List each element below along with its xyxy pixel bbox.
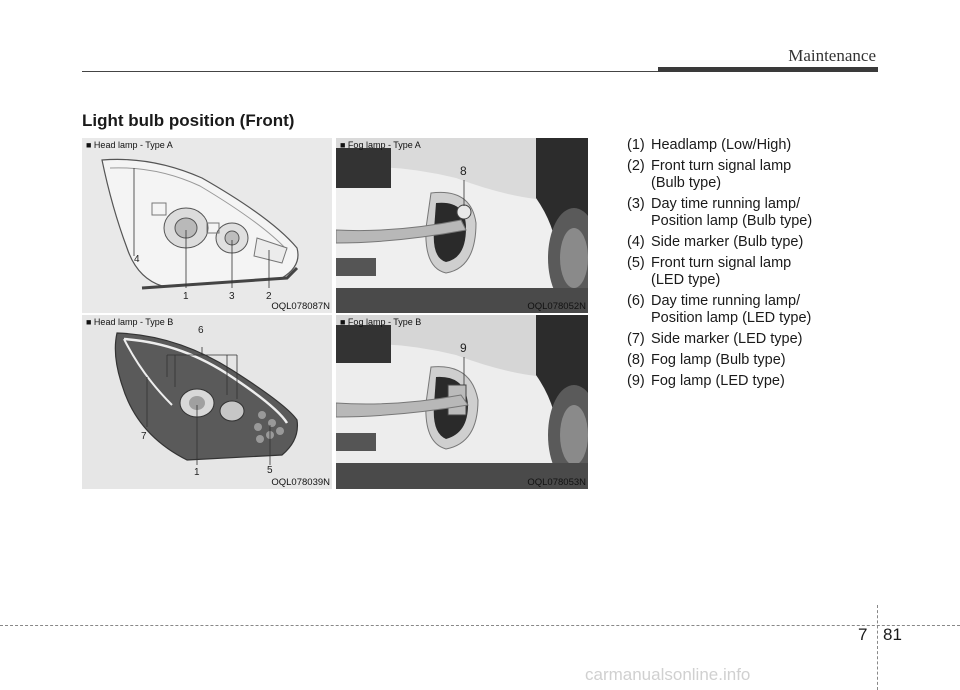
- legend-item-number: (8): [627, 352, 645, 368]
- legend-item-number: (5): [627, 255, 645, 271]
- legend-item: (7) Side marker (LED type): [627, 331, 857, 348]
- chapter-number: 7: [858, 625, 868, 644]
- bulb-legend-list: (1) Headlamp (Low/High) (2) Front turn sign…: [627, 137, 857, 394]
- header-rule: [82, 71, 662, 72]
- legend-item: (5) Front turn signal lamp(LED type): [627, 255, 857, 289]
- figure-code: OQL078087N: [271, 301, 330, 312]
- legend-item-number: (9): [627, 373, 645, 389]
- footer-rule: [0, 625, 960, 626]
- legend-item: (2) Front turn signal lamp(Bulb type): [627, 158, 857, 192]
- legend-item: (3) Day time running lamp/Position lamp (…: [627, 196, 857, 230]
- panel-caption: ■ Head lamp - Type A: [86, 140, 173, 150]
- footer-separator: [877, 605, 878, 690]
- callout-9: 9: [460, 341, 467, 355]
- legend-item: (8) Fog lamp (Bulb type): [627, 352, 857, 369]
- legend-item-text-continued: (LED type): [651, 272, 721, 288]
- legend-item-number: (3): [627, 196, 645, 212]
- foglamp-type-a-illustration: [336, 138, 588, 313]
- legend-item-text: Front turn signal lamp: [651, 158, 792, 174]
- figure-code: OQL078039N: [271, 477, 330, 488]
- figure-code: OQL078052N: [527, 301, 586, 312]
- legend-item-text: Front turn signal lamp: [651, 255, 792, 271]
- headlamp-type-b-illustration: [114, 332, 299, 465]
- header-rule-accent: [658, 67, 878, 72]
- watermark: carmanualsonline.info: [585, 665, 751, 684]
- legend-item: (6) Day time running lamp/Position lamp (…: [627, 293, 857, 327]
- legend-item: (4) Side marker (Bulb type): [627, 234, 857, 251]
- foglamp-type-a-figure: ■ Fog lamp - Type A 8 OQL078052N: [336, 138, 588, 313]
- legend-item-number: (6): [627, 293, 645, 309]
- legend-item-number: (1): [627, 137, 645, 153]
- page-number: 81: [883, 625, 902, 644]
- callout-6: 6: [198, 325, 204, 336]
- legend-item-number: (7): [627, 331, 645, 347]
- callout-2: 2: [266, 291, 272, 302]
- headlamp-type-a-figure: ■ Head lamp - Type A 4 1 3 2 OQL078087N: [82, 138, 332, 313]
- legend-item-number: (4): [627, 234, 645, 250]
- callout-5: 5: [267, 465, 273, 476]
- legend-item-text: Headlamp (Low/High): [651, 137, 792, 153]
- legend-item-text: Day time running lamp/: [651, 293, 801, 309]
- foglamp-type-b-figure: ■ Fog lamp - Type B 9 OQL078053N: [336, 315, 588, 489]
- legend-item-text: Side marker (Bulb type): [651, 234, 804, 250]
- legend-item: (9) Fog lamp (LED type): [627, 373, 857, 390]
- section-title: Light bulb position (Front): [82, 111, 295, 130]
- foglamp-type-b-illustration: [336, 315, 588, 489]
- callout-3: 3: [229, 291, 235, 302]
- header-title: Maintenance: [788, 46, 876, 65]
- callout-1: 1: [183, 291, 189, 302]
- legend-item-text: Day time running lamp/: [651, 196, 801, 212]
- legend-item-text: Fog lamp (Bulb type): [651, 352, 786, 368]
- panel-caption: ■ Fog lamp - Type A: [340, 140, 421, 150]
- panel-caption: ■ Head lamp - Type B: [86, 317, 174, 327]
- headlamp-type-b-figure: ■ Head lamp - Type B 6 7 1 5 OQL078039N: [82, 315, 332, 489]
- callout-8: 8: [460, 164, 467, 178]
- legend-item-text: Side marker (LED type): [651, 331, 803, 347]
- callout-4: 4: [134, 254, 140, 265]
- headlamp-type-a-illustration: [101, 158, 299, 290]
- figure-code: OQL078053N: [527, 477, 586, 488]
- callout-1: 1: [194, 467, 200, 478]
- legend-item-text-continued: Position lamp (Bulb type): [651, 213, 813, 229]
- legend-item-number: (2): [627, 158, 645, 174]
- legend-item-text: Fog lamp (LED type): [651, 373, 785, 389]
- legend-item-text-continued: (Bulb type): [651, 175, 722, 191]
- legend-item-text-continued: Position lamp (LED type): [651, 310, 812, 326]
- callout-7: 7: [141, 431, 147, 442]
- panel-caption: ■ Fog lamp - Type B: [340, 317, 422, 327]
- legend-item: (1) Headlamp (Low/High): [627, 137, 857, 154]
